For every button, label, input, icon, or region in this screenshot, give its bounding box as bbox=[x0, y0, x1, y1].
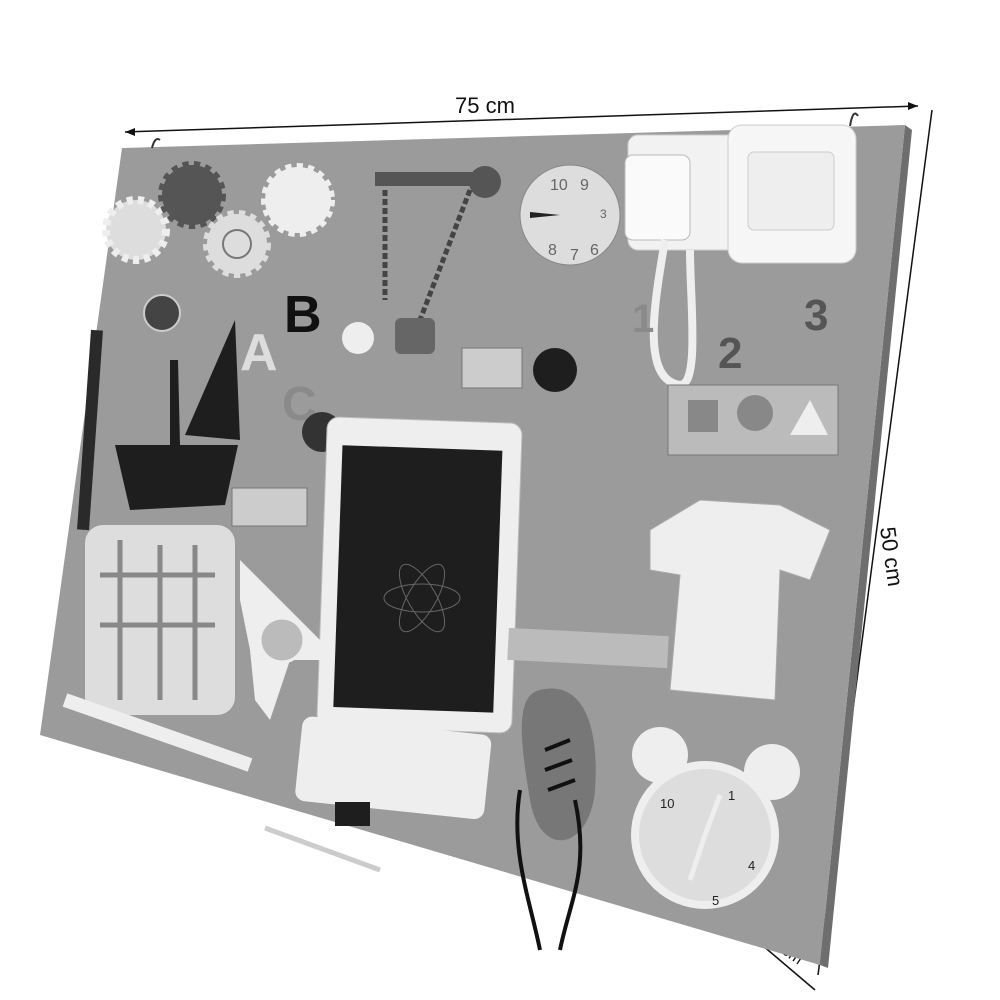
hanging-hooks bbox=[151, 112, 859, 149]
stylus-pen bbox=[264, 825, 381, 873]
clock-number: 10 bbox=[660, 796, 674, 811]
buckle-panel bbox=[295, 716, 492, 820]
number-2: 2 bbox=[718, 329, 742, 378]
clock-number: 4 bbox=[748, 858, 755, 873]
clock-number: 1 bbox=[728, 788, 735, 803]
board-edge bbox=[820, 125, 912, 968]
buckle bbox=[335, 802, 370, 826]
door-latch bbox=[461, 347, 523, 389]
height-label: 50 cm bbox=[875, 525, 908, 588]
bolt-latch bbox=[231, 487, 308, 527]
alarm-clock: 10 1 4 5 bbox=[631, 727, 800, 909]
width-label: 75 cm bbox=[455, 93, 515, 118]
number-1: 1 bbox=[632, 297, 654, 341]
letter-b: B bbox=[284, 286, 322, 344]
dial-number: 10 bbox=[550, 177, 568, 194]
ship-puzzle bbox=[77, 294, 240, 531]
ruler bbox=[507, 627, 669, 669]
lacing-shirt bbox=[649, 499, 831, 701]
maze bbox=[85, 525, 235, 715]
dial-number: 9 bbox=[580, 177, 589, 194]
dial-number: 8 bbox=[548, 242, 557, 259]
dial-number: 7 bbox=[570, 247, 579, 264]
bell bbox=[533, 348, 577, 392]
number-3: 3 bbox=[804, 291, 828, 340]
drawing-tablet bbox=[316, 416, 523, 734]
chain-latch bbox=[342, 166, 501, 354]
dial-number: 3 bbox=[600, 207, 607, 221]
socket-and-switch bbox=[624, 124, 857, 390]
zipper bbox=[62, 693, 253, 772]
gears bbox=[102, 161, 335, 278]
dial-number: 6 bbox=[590, 242, 599, 259]
letter-a: A bbox=[240, 324, 278, 382]
clock-number: 5 bbox=[712, 893, 719, 908]
shape-sorter bbox=[667, 384, 839, 456]
width-dimension: 75 cm bbox=[124, 93, 919, 136]
number-dial: 10 9 3 6 7 8 bbox=[519, 164, 621, 266]
